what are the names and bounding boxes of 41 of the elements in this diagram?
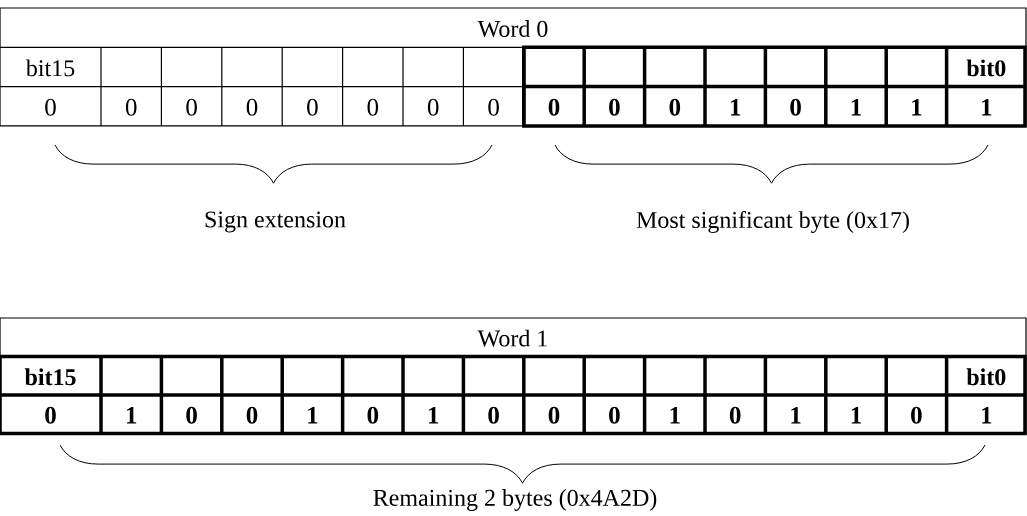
bit-value: 0	[488, 98, 499, 116]
bit-value: 1	[851, 406, 861, 424]
bit-value: 0	[548, 406, 560, 424]
bit-value: 0	[609, 406, 620, 424]
bit-value: 1	[670, 406, 680, 424]
bit-value: 0	[307, 98, 318, 116]
bit-value: 0	[45, 98, 56, 116]
bit-value: 1	[126, 406, 137, 424]
bit-value: 0	[790, 98, 801, 116]
bit-value: 1	[791, 406, 801, 424]
brace-label: Remaining 2 bytes (0x4A2D)	[373, 489, 657, 511]
bit-value: 0	[45, 406, 56, 424]
bit-value: 1	[308, 406, 318, 424]
bit-value: 0	[246, 406, 258, 424]
bit-value: 0	[246, 98, 258, 116]
bit-value: 0	[669, 98, 681, 116]
bit-value: 0	[367, 406, 379, 424]
bit-label: bit0	[966, 368, 1006, 386]
bit-value: 0	[488, 406, 499, 424]
bit-label: bit15	[24, 368, 76, 386]
word-header: Word 1	[477, 329, 547, 347]
bit-value: 0	[186, 406, 197, 424]
bit-value: 1	[982, 98, 992, 116]
bit-label: bit0	[966, 59, 1006, 77]
bit-value: 1	[851, 98, 861, 116]
brace-label: Sign extension	[205, 211, 346, 233]
bit-value: 1	[730, 98, 741, 116]
bit-value: 1	[982, 406, 992, 424]
brace-label: Most significant byte (0x17)	[636, 210, 909, 234]
bit-value: 0	[548, 98, 560, 116]
bit-label: bit15	[25, 59, 75, 77]
bit-value: 0	[609, 98, 620, 116]
bit-value: 0	[367, 98, 379, 116]
word-header: Word 0	[477, 20, 548, 38]
bit-value: 0	[427, 98, 439, 116]
bit-value: 0	[729, 406, 741, 424]
bit-value: 1	[428, 406, 439, 424]
bit-value: 0	[911, 406, 922, 424]
bit-value: 0	[186, 98, 197, 116]
bit-value: 1	[912, 98, 922, 116]
bit-value: 0	[125, 98, 137, 116]
